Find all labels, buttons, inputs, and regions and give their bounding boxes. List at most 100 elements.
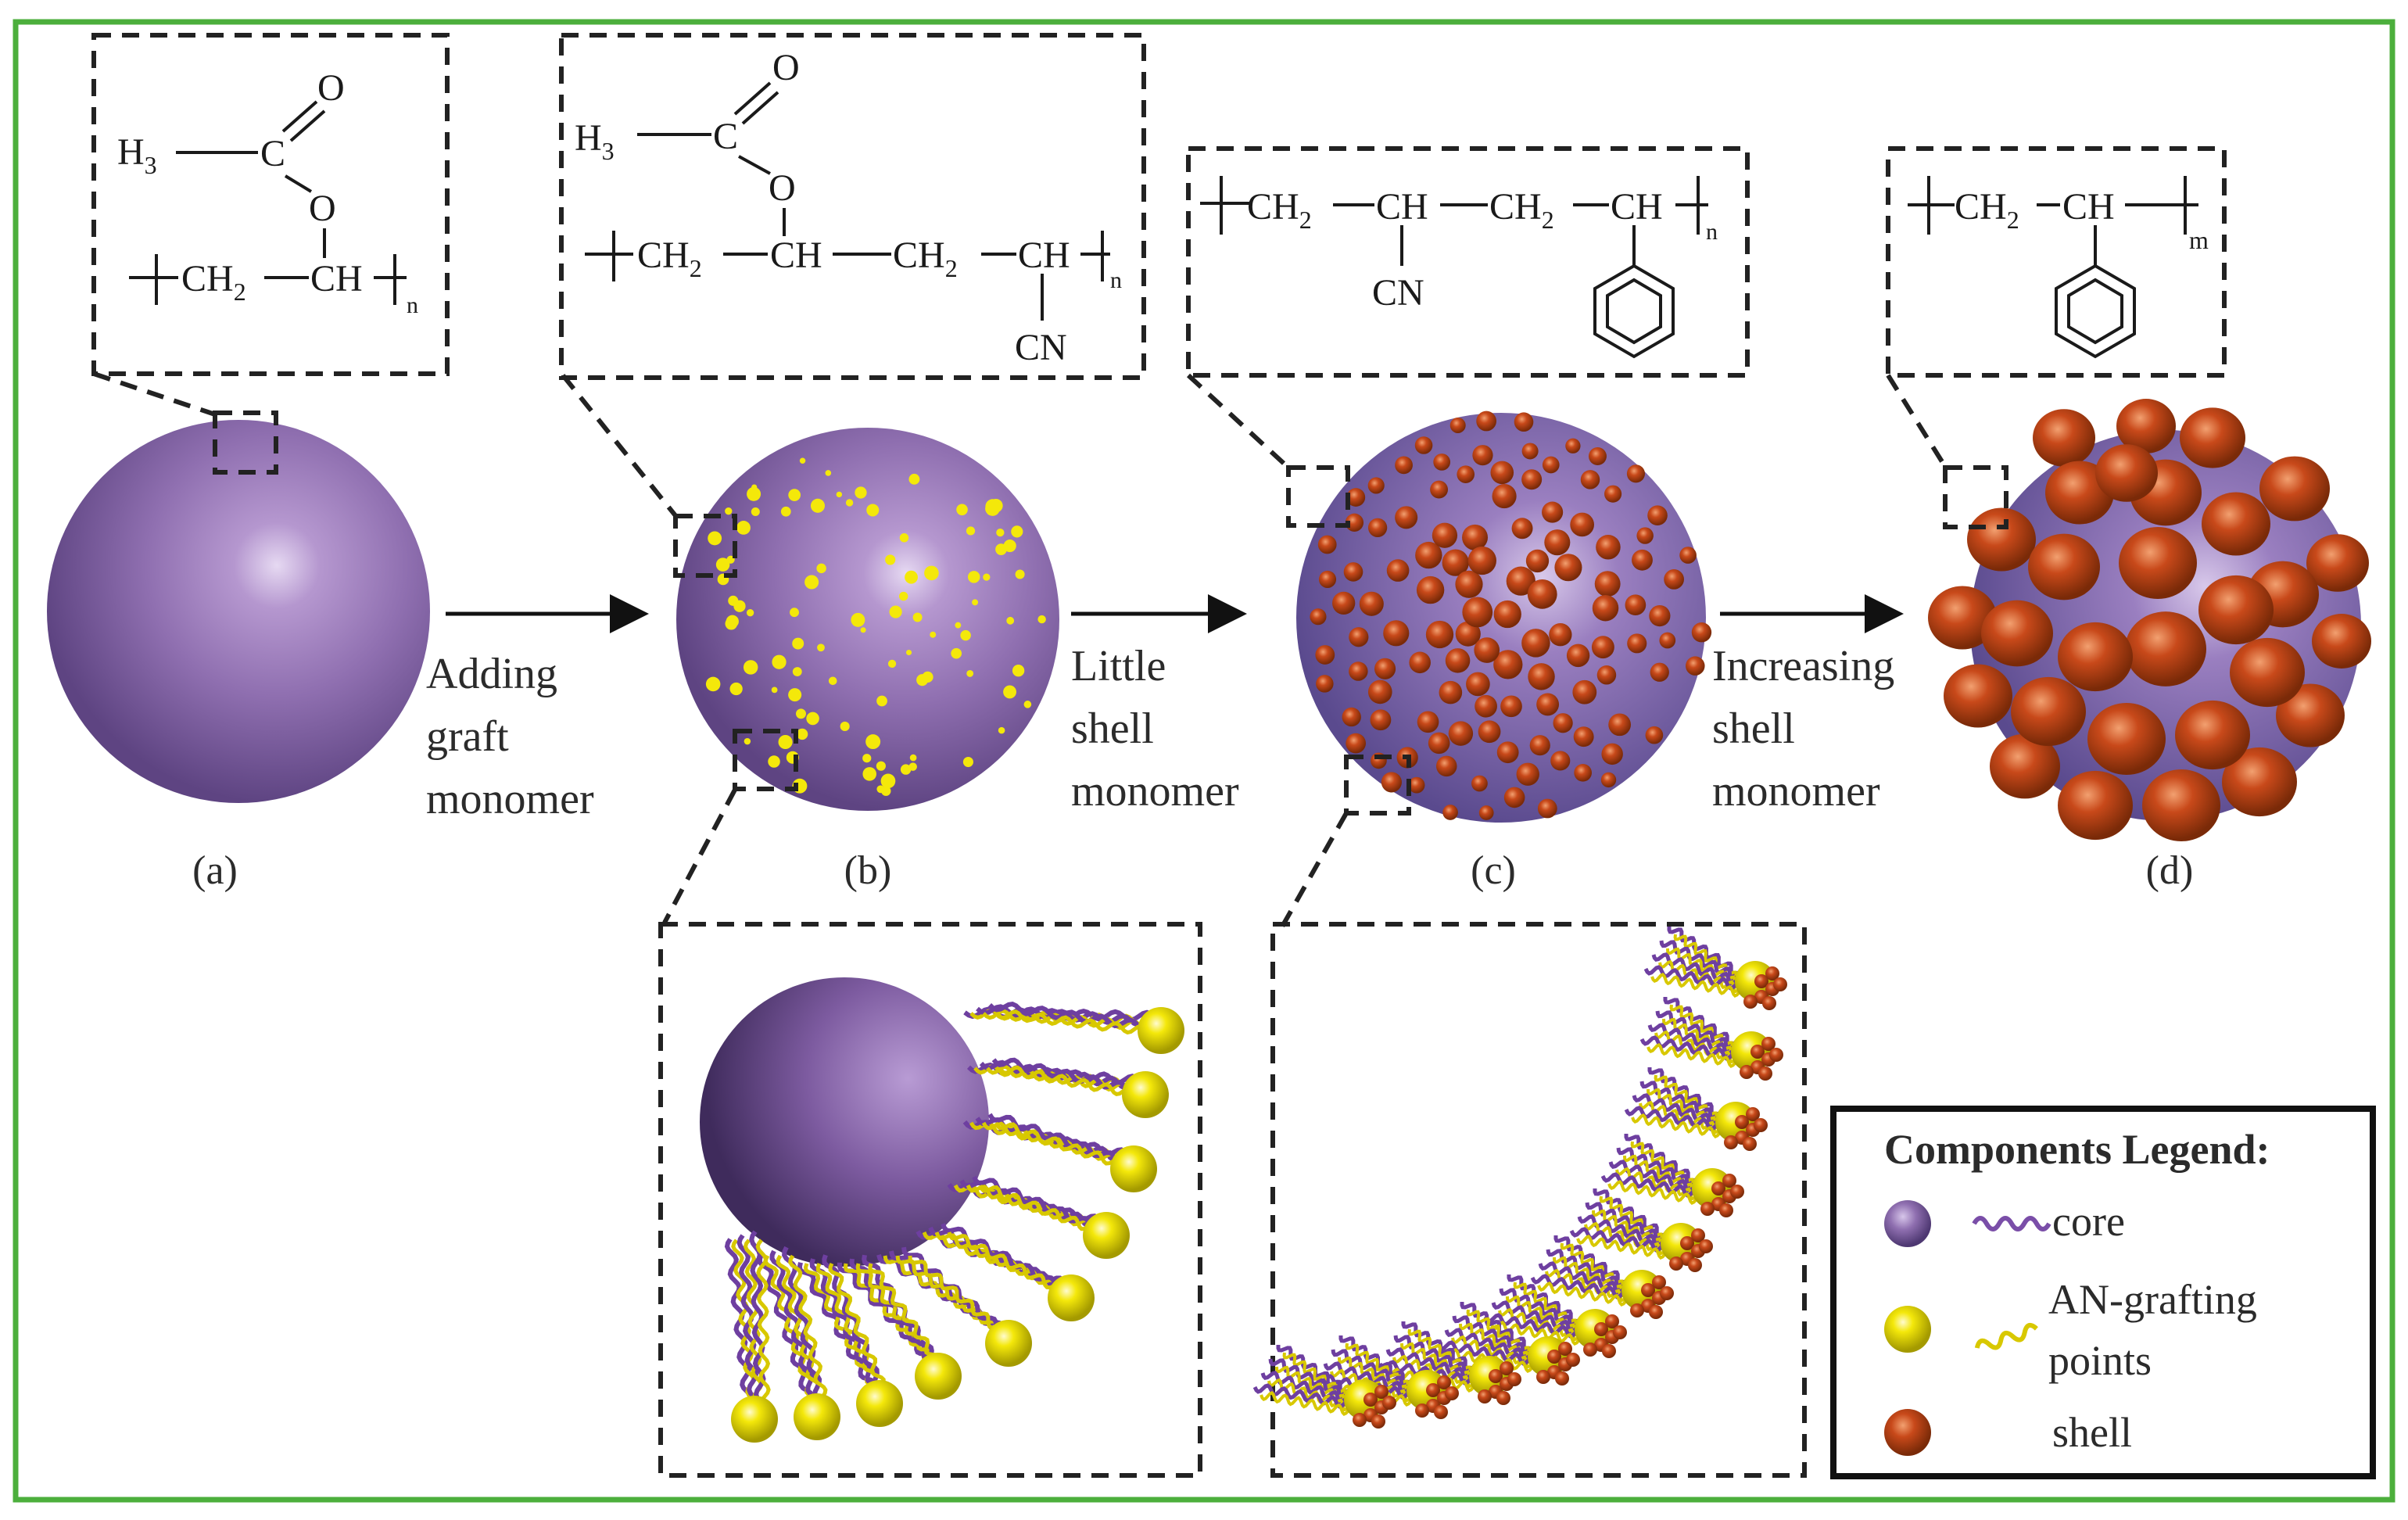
shell-bead xyxy=(1349,627,1369,647)
svg-text:CH: CH xyxy=(770,235,822,276)
shell-bead xyxy=(1750,1045,1765,1059)
panel-d: CH2 CH m (d) xyxy=(1886,146,2371,893)
shell-bead xyxy=(1318,570,1337,589)
formula-a: H3 C O O CH2 CH n xyxy=(117,67,418,318)
graft-dot xyxy=(924,565,939,581)
shell-blob xyxy=(2058,770,2133,841)
panel-label-d: (d) xyxy=(2146,848,2194,893)
graft-dot xyxy=(840,721,850,731)
shell-bead xyxy=(1467,546,1496,575)
graft-chain xyxy=(1407,1328,1482,1380)
graft-chain xyxy=(1459,1322,1540,1364)
shell-bead xyxy=(1608,713,1631,737)
shell-bead xyxy=(1743,995,1758,1009)
shell-bead xyxy=(1574,763,1593,782)
graft-dot xyxy=(899,533,909,543)
shell-bead xyxy=(1353,1413,1367,1427)
shell-bead xyxy=(1346,488,1366,507)
graft-chain xyxy=(1400,1342,1482,1384)
graft-dot xyxy=(998,726,1005,734)
shell-bead xyxy=(1370,709,1392,731)
shell-bead xyxy=(1490,461,1514,485)
core-chain xyxy=(1452,1315,1539,1357)
graft-sphere xyxy=(985,1320,1032,1367)
shell-bead xyxy=(1521,629,1550,658)
graft-dot xyxy=(1011,525,1023,538)
graft-chain xyxy=(1506,1295,1587,1337)
shell-bead xyxy=(1679,547,1697,564)
shell-bead xyxy=(1594,1322,1608,1336)
shell-bead xyxy=(1386,559,1410,582)
svg-text:CH: CH xyxy=(1018,235,1070,276)
shell-bead xyxy=(1542,501,1564,523)
shell-bead xyxy=(1699,1239,1713,1253)
formula-box-c xyxy=(1186,146,1750,378)
graft-dot xyxy=(836,491,843,498)
shell-blob xyxy=(2222,747,2297,817)
graft-dot xyxy=(956,504,968,516)
shell-bead xyxy=(1719,1203,1733,1217)
shell-bead xyxy=(1374,1385,1389,1399)
graft-dot xyxy=(810,498,826,513)
svg-text:n: n xyxy=(1706,219,1718,245)
graft-dot xyxy=(865,734,881,750)
shell-bead xyxy=(1660,1286,1674,1300)
graft-dot xyxy=(845,499,854,507)
core-chain xyxy=(724,1238,754,1407)
core-chain xyxy=(1444,1328,1539,1361)
shell-bead xyxy=(1506,566,1535,596)
core-chain xyxy=(1585,1202,1672,1243)
graft-dot xyxy=(778,734,793,750)
arrow-label-cd-1: Increasing xyxy=(1712,642,1894,690)
shell-bead xyxy=(1359,591,1384,616)
graft-dot xyxy=(887,659,897,669)
shell-bead xyxy=(1367,679,1392,704)
graft-dot xyxy=(816,563,826,574)
graft-dot xyxy=(967,571,980,583)
graft-sphere xyxy=(1048,1274,1095,1321)
graft-sphere xyxy=(1110,1145,1157,1192)
shell-bead xyxy=(1649,1305,1663,1319)
shell-bead xyxy=(1652,1275,1666,1289)
graft-dot xyxy=(960,629,971,641)
graft-dot xyxy=(792,637,804,650)
shell-bead xyxy=(1686,656,1705,676)
arrow-label-bc-2: shell xyxy=(1071,704,1154,753)
graft-chain xyxy=(1669,1004,1744,1056)
legend-core-sphere xyxy=(1884,1200,1931,1247)
shell-bead xyxy=(1570,512,1594,537)
shell-bead xyxy=(1645,726,1664,744)
graft-chain xyxy=(1553,1256,1634,1298)
graft-dot xyxy=(1003,685,1016,699)
shell-blob xyxy=(2230,637,2305,708)
core-chain xyxy=(1385,1347,1480,1381)
shell-bead xyxy=(1346,733,1367,754)
shell-bead xyxy=(1691,1228,1705,1242)
shell-bead xyxy=(1496,1391,1510,1405)
graft-dot xyxy=(751,507,760,516)
shell-blob xyxy=(2116,399,2176,453)
graft-dot xyxy=(912,612,923,622)
formula-c: CH2 CH CH2 CH n CN xyxy=(1200,176,1718,359)
graft-chain xyxy=(1647,1042,1743,1069)
svg-text:CH2: CH2 xyxy=(637,235,702,282)
shell-bead xyxy=(1437,1375,1451,1389)
shell-bead xyxy=(1455,570,1483,598)
shell-bead xyxy=(1583,1343,1597,1357)
svg-text:CH2: CH2 xyxy=(893,235,958,282)
graft-dot xyxy=(996,529,1005,537)
shell-bead xyxy=(1558,1342,1572,1356)
shell-bead xyxy=(1493,600,1521,629)
shell-blob xyxy=(2033,409,2095,467)
shell-layer-d xyxy=(1928,399,2371,841)
shell-bead xyxy=(1754,1118,1768,1132)
shell-bead xyxy=(1591,636,1614,659)
svg-text:CH2: CH2 xyxy=(181,258,246,306)
shell-blob xyxy=(2011,676,2086,747)
graft-chain xyxy=(1673,934,1748,985)
graft-chain xyxy=(1650,972,1747,998)
graft-dot xyxy=(746,609,754,617)
graft-dot xyxy=(983,573,991,581)
panel-label-b: (b) xyxy=(844,848,892,893)
svg-text:O: O xyxy=(769,167,796,209)
